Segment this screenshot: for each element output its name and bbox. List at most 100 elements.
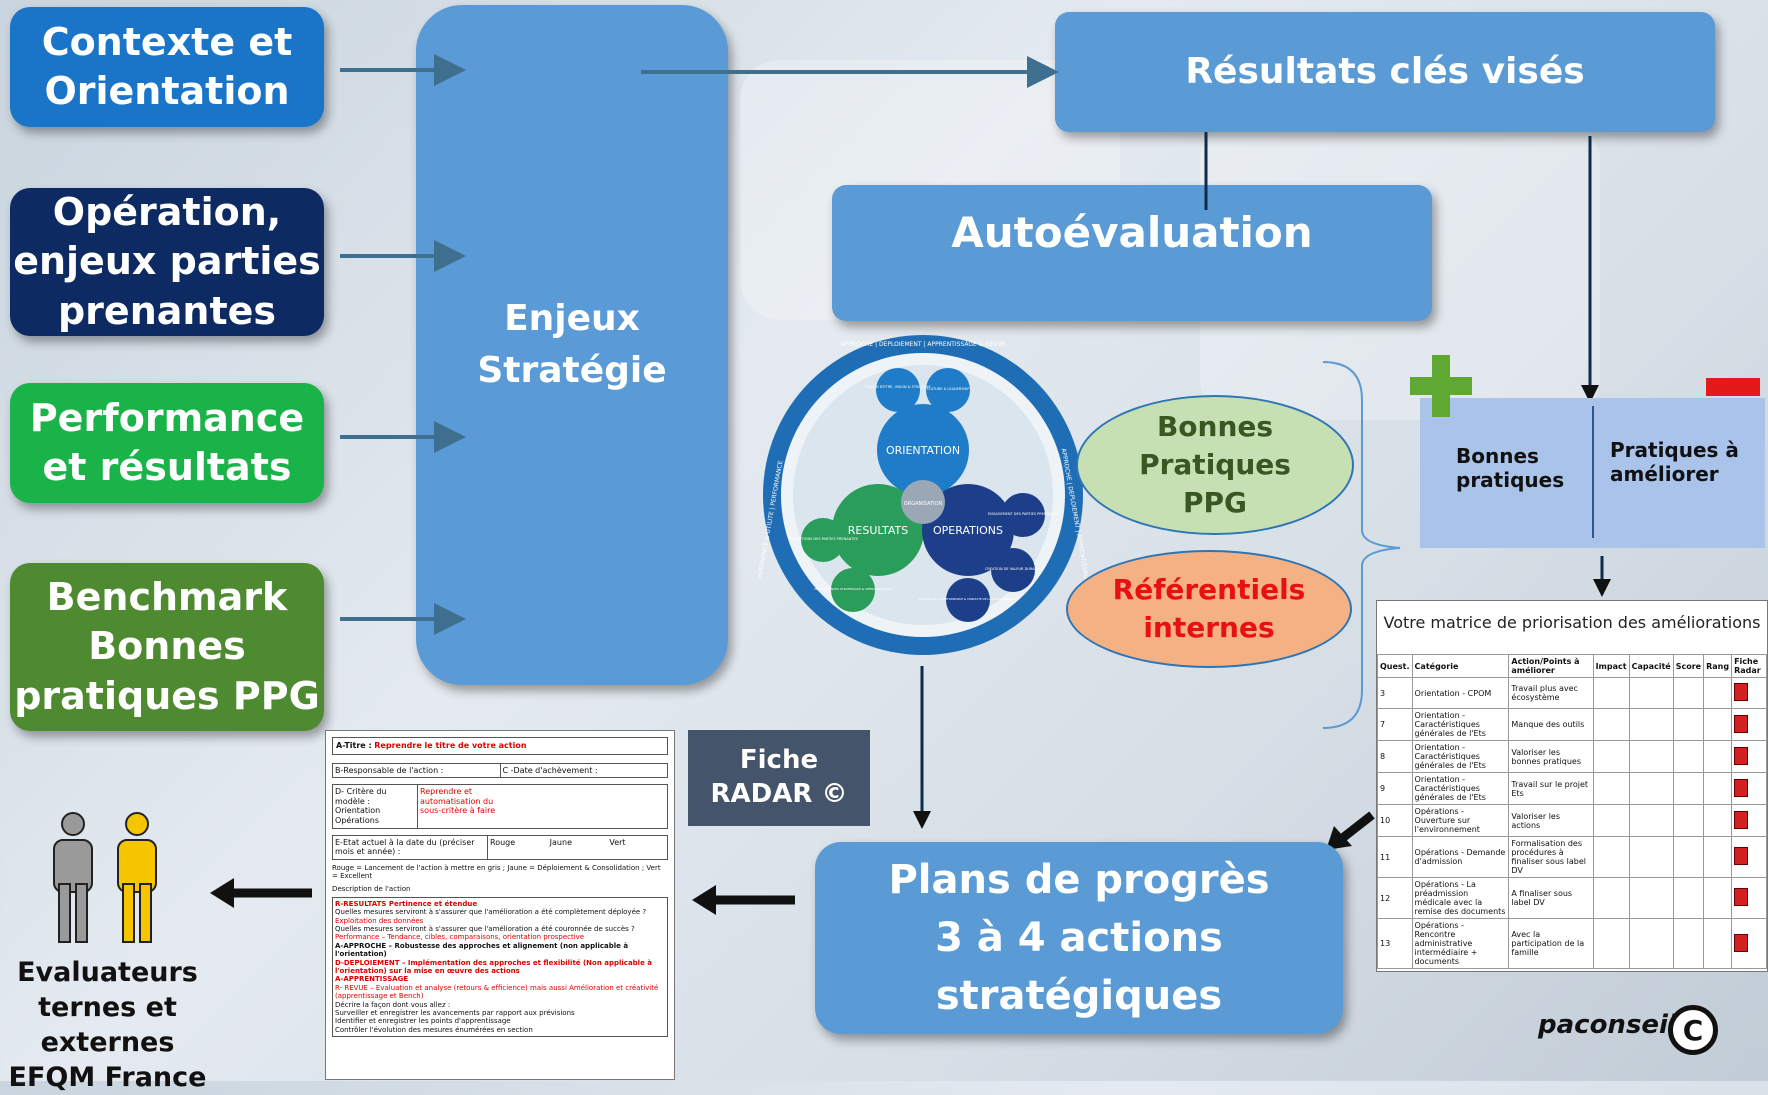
box-label: Contexte et Orientation (41, 19, 293, 113)
radar-pdf-icon[interactable] (1734, 778, 1749, 797)
oval-label: Bonnes Pratiques PPG (1139, 410, 1291, 519)
matrix-cell (1703, 772, 1733, 805)
matrix-cell: 11 (1377, 836, 1413, 878)
doc-field: Jaune (549, 837, 572, 847)
box-label: Résultats clés visés (1185, 50, 1585, 92)
doc-field: R- REVUE – Evaluation et analyse (retour… (335, 983, 659, 1001)
matrix-cell (1672, 772, 1705, 805)
radar-pdf-icon[interactable] (1734, 888, 1749, 906)
matrix-cell (1703, 740, 1733, 773)
matrix-cell (1703, 877, 1733, 919)
matrix-cell: Travail sur le projet Ets (1508, 772, 1594, 805)
bp-divider (1592, 406, 1594, 538)
bp-left-label: Bonnes pratiques (1456, 444, 1565, 492)
matrix-cell: Orientation - Caractéristiques générales… (1411, 708, 1510, 741)
box-label: Opération, enjeux parties prenantes (13, 189, 321, 333)
wheel-sub-label: PILOTAGE DE LA PERFORMANCE & CONDUITE DE… (918, 597, 1018, 601)
matrix-cell: Valoriser les bonnes pratiques (1508, 740, 1594, 773)
matrix-header: Action/Points à améliorer (1508, 654, 1594, 678)
radar-pdf-icon[interactable] (1734, 746, 1749, 765)
matrix-cell: 10 (1377, 804, 1413, 837)
doc-field: R-RESULTATS Pertinence et étendue (335, 899, 478, 908)
radar-pdf-icon[interactable] (1734, 933, 1749, 952)
efqm-wheel: ORIENTATION RESULTATS OPERATIONS ORGANIS… (758, 335, 1088, 655)
plus-icon (1410, 355, 1472, 417)
matrix-cell: Opérations - Rencontre administrative in… (1411, 918, 1510, 969)
box-label: Benchmark Bonnes pratiques PPG (14, 574, 320, 718)
wheel-label: RESULTATS (848, 524, 908, 537)
box-label: Fiche RADAR © (710, 745, 848, 809)
matrix-cell: 7 (1377, 708, 1413, 741)
radar-pdf-icon[interactable] (1734, 847, 1749, 865)
matrix-cell (1703, 804, 1733, 837)
box-plans-progres: Plans de progrès 3 à 4 actions stratégiq… (815, 842, 1343, 1034)
box-enjeux-strategie: Enjeux Stratégie (416, 5, 728, 685)
matrix-header: Capacité (1628, 654, 1674, 678)
doc-field: Reprendre et automatisation du sous-crit… (420, 787, 496, 816)
box-label: Performance et résultats (29, 395, 305, 489)
matrix-cell (1703, 918, 1733, 969)
matrix-cell (1672, 836, 1705, 878)
wheel-center (901, 480, 945, 524)
doc-field: Identifier et enregistrer les points d'a… (335, 1017, 511, 1026)
bp-panel: Bonnes pratiques Pratiques à améliorer (1420, 398, 1765, 548)
matrix-cell (1592, 918, 1630, 969)
box-fiche-radar: Fiche RADAR © (688, 730, 870, 826)
doc-legend: Rouge = Lancement de l'action à mettre e… (332, 863, 661, 881)
matrix-cell (1592, 836, 1630, 878)
doc-field: Quelles mesures serviront à s'assurer qu… (335, 908, 647, 917)
doc-field: Rouge (490, 837, 516, 847)
matrix-cell (1592, 804, 1630, 837)
evaluators-icon (53, 812, 157, 943)
matrix-cell (1731, 804, 1767, 837)
matrix-cell (1672, 877, 1705, 919)
matrix-header: Quest. (1377, 654, 1413, 678)
matrix-title: Votre matrice de priorisation des amélio… (1383, 613, 1761, 632)
doc-a-value: Reprendre le titre de votre action (374, 741, 527, 750)
wheel-resultats (832, 484, 924, 576)
matrix-cell: Manque des outils (1508, 708, 1594, 741)
matrix-cell: A finaliser sous label DV (1508, 877, 1594, 919)
matrix-cell: Formalisation des procédures à finaliser… (1508, 836, 1594, 878)
doc-field: Contrôler l'évolution des mesures énumér… (335, 1025, 533, 1034)
matrix-cell (1628, 918, 1674, 969)
doc-desc: Description de l'action (332, 884, 411, 893)
matrix-header-row: Quest. Catégorie Action/Points à amélior… (1377, 654, 1767, 678)
wheel-label: ORGANISATION (904, 501, 943, 507)
radar-pdf-icon[interactable] (1734, 810, 1749, 829)
oval-bonnes-pratiques: Bonnes Pratiques PPG (1076, 395, 1354, 535)
wheel-ring-label: APPROCHE | DEPLOIEMENT | APPRENTISSAGE &… (840, 341, 1005, 348)
wheel-sub-label: PERFORMANCES STRATEGIQUE & OPERATIONNELL… (814, 587, 892, 591)
matrix-cell (1731, 918, 1767, 969)
matrix-cell: Avec la participation de la famille (1508, 918, 1594, 969)
doc-field: Exploitation des données (335, 916, 424, 925)
wheel-sub-label: ENGAGEMENT DES PARTIES PRENANTES (988, 512, 1059, 516)
brand-label: paconseil (1538, 1010, 1677, 1040)
matrix-cell: 9 (1377, 772, 1413, 805)
matrix-table: Quest. Catégorie Action/Points à amélior… (1377, 654, 1767, 969)
matrix-cell (1672, 740, 1705, 773)
box-resultats-cles: Résultats clés visés (1055, 12, 1715, 132)
wheel-sub-label: RAISON D'ETRE, VISION & STRATEGIE (865, 385, 930, 389)
box-label: Enjeux Stratégie (477, 297, 667, 391)
box-label: Plans de progrès 3 à 4 actions stratégiq… (888, 857, 1270, 1019)
doc-field: Quelles mesures serviront à s'assurer qu… (335, 925, 635, 934)
doc-a-label: A-Titre : (336, 741, 372, 750)
matrix-header: Catégorie (1411, 654, 1510, 678)
matrix-cell: 8 (1377, 740, 1413, 773)
radar-pdf-icon[interactable] (1734, 714, 1749, 733)
matrix-cell: Opérations - Ouverture sur l'environneme… (1411, 804, 1510, 837)
doc-field: C -Date d'achèvement : (502, 765, 598, 775)
box-label: Autoévaluation (951, 207, 1313, 257)
matrix-cell (1592, 677, 1630, 709)
radar-pdf-icon[interactable] (1734, 683, 1749, 701)
matrix-cell (1628, 772, 1674, 805)
matrix-cell (1628, 804, 1674, 837)
box-contexte: Contexte et Orientation (10, 7, 324, 127)
matrix-cell: Valoriser les actions (1508, 804, 1594, 837)
matrix-cell (1703, 708, 1733, 741)
matrix-cell (1628, 708, 1674, 741)
